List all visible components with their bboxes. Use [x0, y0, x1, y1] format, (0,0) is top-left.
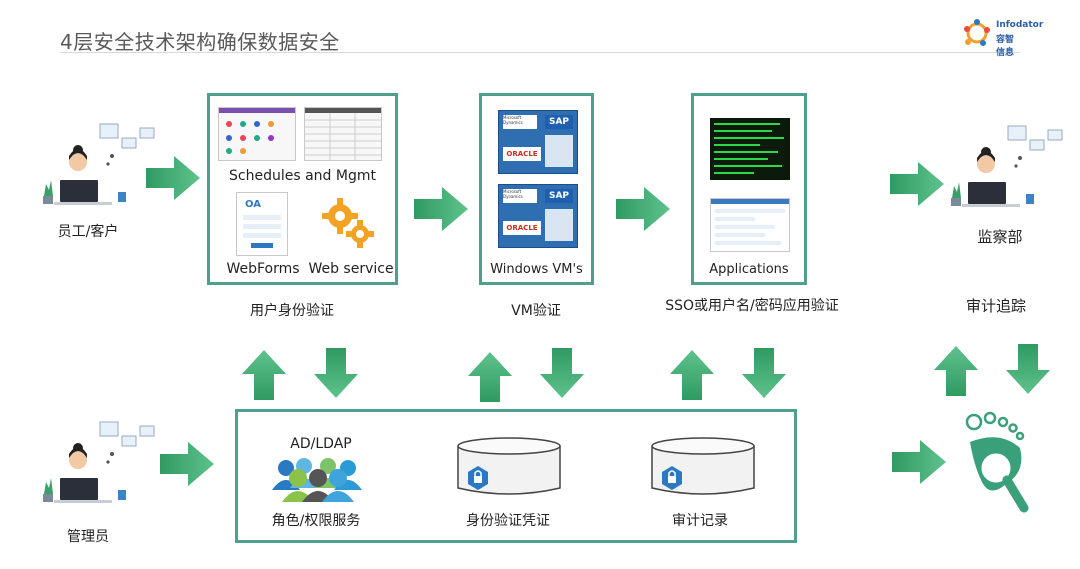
- arrow-down-app: [314, 348, 358, 398]
- oracle-logo: ORACLE: [503, 221, 541, 235]
- audit-dept-figure: [944, 122, 1069, 214]
- arrow-up-audit: [934, 346, 978, 396]
- app-layer-box: Schedules and Mgmt OA WebForms Web servi…: [207, 93, 398, 285]
- app-window-thumbnail: [710, 198, 790, 252]
- employee-label: 员工/客户: [57, 224, 119, 240]
- arrow-down-audit: [1006, 344, 1050, 394]
- vm-card-bottom: Microsoft Dynamics SAP ORACLE: [498, 184, 578, 248]
- role-service-label: 角色/权限服务: [271, 513, 361, 529]
- schedules-thumbnail: [218, 107, 296, 161]
- applications-label: Applications: [709, 262, 789, 277]
- identity-credential-label: 身份验证凭证: [466, 513, 550, 529]
- applications-layer-box: Applications: [691, 93, 807, 285]
- identity-db-icon: [454, 436, 564, 500]
- audit-trace-label: 审计追踪: [965, 297, 1026, 315]
- footprint-search-icon: [960, 408, 1044, 518]
- lock-icon: [468, 466, 488, 490]
- terminal-thumbnail: [710, 118, 790, 180]
- vm-layer-box: Microsoft Dynamics SAP ORACLE Microsoft …: [479, 93, 594, 285]
- arrow-right-vm-to-apps: [616, 187, 670, 231]
- arrow-up-app: [242, 350, 286, 400]
- employee-figure: [36, 120, 161, 212]
- company-logo: Infodator 容智信息: [962, 16, 1043, 58]
- arrow-right-admin: [160, 442, 214, 486]
- webservice-label: Web service: [308, 261, 394, 277]
- ms-dynamics-logo: Microsoft Dynamics: [503, 189, 537, 203]
- schedules-label: Schedules and Mgmt: [229, 168, 376, 184]
- user-group-icon: [268, 456, 368, 504]
- logo-icon: [964, 19, 990, 46]
- vm-box-caption: VM验证: [511, 303, 561, 319]
- audit-db-icon: [648, 436, 758, 500]
- mgmt-thumbnail: [304, 107, 382, 161]
- person-at-laptop-icon: [43, 421, 155, 503]
- sap-logo: SAP: [545, 189, 573, 203]
- audit-dept-label: 监察部: [977, 228, 1023, 246]
- webforms-label: WebForms: [226, 261, 300, 277]
- arrow-down-apps: [742, 348, 786, 398]
- oracle-logo: ORACLE: [503, 147, 541, 161]
- svg-text:OA: OA: [245, 199, 261, 210]
- arrow-right-app-to-vm: [414, 187, 468, 231]
- infrastructure-layer-box: AD/LDAP 角色/权限服务 身份验证凭证: [235, 409, 797, 543]
- sap-logo: SAP: [545, 115, 573, 129]
- page-title: 4层安全技术架构确保数据安全: [60, 30, 340, 54]
- lock-icon: [662, 466, 682, 490]
- ms-dynamics-logo: Microsoft Dynamics: [503, 115, 537, 129]
- title-divider: [60, 52, 1020, 53]
- logo-text-top: Infodator: [996, 20, 1044, 30]
- windows-vm-label: Windows VM's: [490, 262, 583, 277]
- person-at-laptop-icon: [43, 123, 155, 205]
- arrow-right-employee: [146, 156, 200, 200]
- admin-figure: [36, 418, 161, 510]
- admin-label: 管理员: [67, 529, 109, 545]
- person-at-laptop-icon: [951, 125, 1063, 207]
- apps-box-caption-text: SSO或用户名/密码应用验证: [665, 298, 839, 314]
- vm-card-top: Microsoft Dynamics SAP ORACLE: [498, 110, 578, 174]
- app-box-caption: 用户身份验证: [250, 303, 334, 319]
- arrow-up-apps: [670, 350, 714, 400]
- gears-icon: [318, 192, 378, 252]
- audit-log-label: 审计记录: [672, 513, 728, 529]
- arrow-right-to-audit-dept: [890, 162, 944, 206]
- arrow-up-vm: [468, 352, 512, 402]
- webforms-thumbnail: OA: [236, 192, 288, 256]
- ad-ldap-label: AD/LDAP: [290, 436, 352, 452]
- apps-box-caption: SSO或用户名/密码应用验证: [652, 297, 852, 315]
- logo-text-bottom: 容智信息: [996, 35, 1015, 58]
- arrow-right-to-footprint: [892, 440, 946, 484]
- arrow-down-vm: [540, 348, 584, 398]
